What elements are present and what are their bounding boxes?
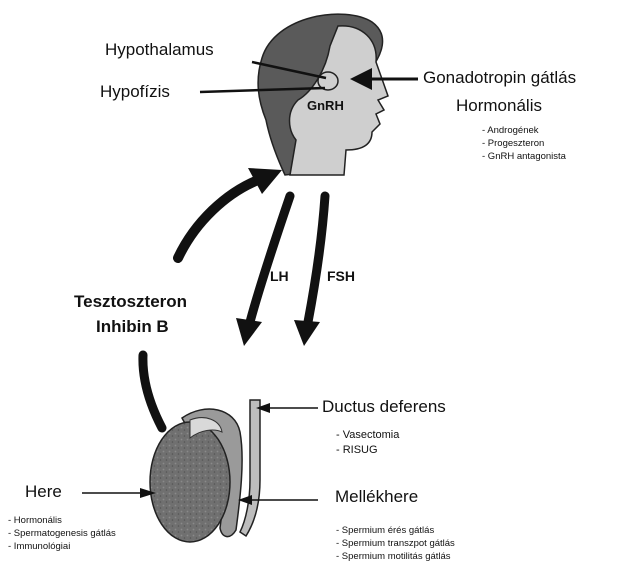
fsh-label: FSH — [327, 268, 355, 284]
mellekhere-title: Mellékhere — [335, 487, 418, 507]
ductus-methods-list: - Vasectomia - RISUG — [336, 428, 399, 458]
hypothalamus-label: Hypothalamus — [105, 40, 214, 60]
hormonal-methods-list: - Androgének - Progeszteron - GnRH antag… — [482, 124, 566, 163]
fsh-arrowhead — [294, 320, 320, 346]
feedback-arrow-shaft — [178, 180, 258, 258]
here-methods-list: - Hormonális - Spermatogenesis gátlás - … — [8, 514, 116, 553]
gonadotropin-title: Gonadotropin gátlás — [423, 68, 576, 88]
list-item: - Spermium transzpot gátlás — [336, 537, 455, 550]
testis-illustration — [150, 400, 260, 542]
testis-body — [150, 422, 230, 542]
list-item: - Androgének — [482, 124, 566, 137]
inhibin-label: Inhibin B — [96, 317, 169, 337]
lh-arrow-shaft — [250, 196, 290, 322]
vas-deferens — [240, 400, 260, 536]
list-item: - Immunológiai — [8, 540, 116, 553]
tesztoszteron-label: Tesztoszteron — [74, 292, 187, 312]
gnrh-label: GnRH — [307, 98, 344, 113]
fsh-arrow-shaft — [308, 196, 325, 322]
lh-arrowhead — [236, 318, 262, 346]
hormonalis-title: Hormonális — [456, 96, 542, 116]
list-item: - Spermium érés gátlás — [336, 524, 455, 537]
lh-label: LH — [270, 268, 289, 284]
list-item: - Hormonális — [8, 514, 116, 527]
list-item: - Spermium motilitás gátlás — [336, 550, 455, 563]
feedback-tail — [143, 355, 162, 428]
list-item: - GnRH antagonista — [482, 150, 566, 163]
list-item: - RISUG — [336, 443, 399, 458]
mellekhere-methods-list: - Spermium érés gátlás - Spermium transz… — [336, 524, 455, 563]
here-title: Here — [25, 482, 62, 502]
head-illustration — [258, 14, 388, 175]
list-item: - Vasectomia — [336, 428, 399, 443]
list-item: - Spermatogenesis gátlás — [8, 527, 116, 540]
ductus-title: Ductus deferens — [322, 397, 446, 417]
hypofizis-label: Hypofízis — [100, 82, 170, 102]
list-item: - Progeszteron — [482, 137, 566, 150]
